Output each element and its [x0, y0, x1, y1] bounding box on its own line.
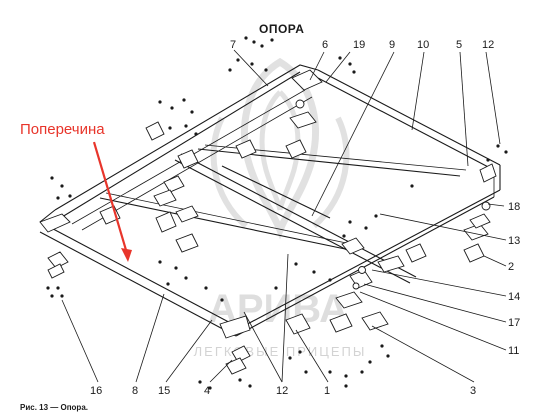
- watermark-logo: [210, 57, 350, 240]
- frame-outline: [39, 64, 501, 339]
- callout-15: 15: [158, 385, 170, 397]
- callout-16: 16: [90, 385, 102, 397]
- callout-4: 4: [204, 385, 210, 397]
- callout-13: 13: [508, 235, 520, 247]
- figure-caption: Рис. 13 — Опора.: [20, 403, 88, 412]
- watermark-tagline: ЛЕГКОВЫЕ ПРИЦЕПЫ: [194, 344, 367, 359]
- callout-1: 1: [324, 385, 330, 397]
- crossbar-arrow: [92, 141, 128, 251]
- callout-7: 7: [230, 39, 236, 51]
- callout-10: 10: [417, 39, 429, 51]
- callout-14: 14: [508, 291, 520, 303]
- callout-8: 8: [132, 385, 138, 397]
- callout-12-top: 12: [482, 39, 494, 51]
- drawing-title: ОПОРА: [259, 22, 304, 36]
- callout-3: 3: [470, 385, 476, 397]
- callout-9: 9: [389, 39, 395, 51]
- leader-lines: [61, 49, 507, 383]
- callout-12-bottom: 12: [276, 385, 288, 397]
- callout-11: 11: [508, 345, 519, 357]
- callout-5: 5: [456, 39, 462, 51]
- callouts: 7 6 19 9 10 5 12 18 13 2 14 17 11 3 1 12…: [90, 39, 520, 397]
- crossbar-arrow-head: [121, 248, 132, 262]
- callout-2: 2: [508, 261, 514, 273]
- callout-18: 18: [508, 201, 520, 213]
- fasteners: [46, 36, 508, 390]
- crossbar-label: Поперечина: [20, 121, 105, 138]
- callout-19: 19: [353, 39, 365, 51]
- frame-parts: [47, 69, 497, 375]
- callout-6: 6: [322, 39, 328, 51]
- callout-17: 17: [508, 317, 520, 329]
- highlight-annotation: Поперечина: [20, 121, 132, 262]
